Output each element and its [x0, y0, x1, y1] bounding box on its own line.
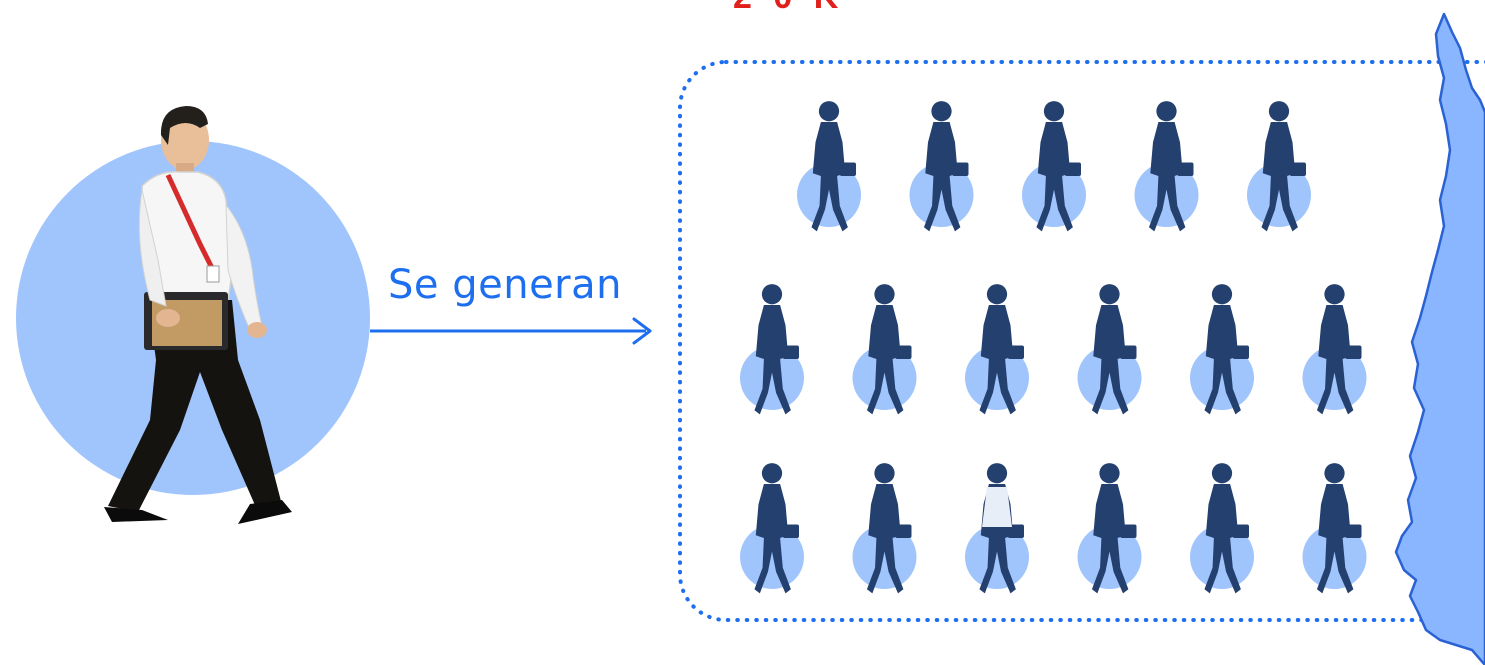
person-circle [1022, 163, 1086, 227]
person-with-briefcase-icon [104, 106, 292, 524]
light-coat-icon [982, 487, 1012, 527]
group-person-3-5 [1190, 463, 1254, 594]
country-map-icon [1394, 12, 1485, 665]
group-person-3-2 [852, 463, 917, 594]
group-person-1-4 [1134, 101, 1199, 232]
person-circle [740, 525, 804, 589]
person-circle [965, 346, 1029, 410]
person-circle [1302, 525, 1367, 589]
figures-layer [740, 101, 1367, 594]
arrow [370, 317, 652, 345]
group-dotted-border [678, 60, 1485, 622]
group-person-2-6 [1302, 284, 1367, 415]
group-person-1-5 [1247, 101, 1311, 232]
arrow-label: Se generan [388, 262, 622, 308]
group-person-2-3 [965, 284, 1029, 415]
group-person-1-3 [1022, 101, 1086, 232]
person-circle [740, 346, 804, 410]
person-circle [965, 525, 1029, 589]
group-person-1-1 [797, 101, 861, 232]
people-group [678, 60, 1485, 622]
person-circle [1190, 346, 1254, 410]
source-person [16, 106, 370, 524]
group-person-3-3 [965, 463, 1029, 594]
group-person-2-2 [852, 284, 917, 415]
group-person-3-4 [1077, 463, 1142, 594]
person-circle [1302, 346, 1367, 410]
person-circle [1247, 163, 1311, 227]
person-circle [852, 346, 917, 410]
group-person-2-5 [1190, 284, 1254, 415]
person-circle [1077, 346, 1142, 410]
person-circle [1134, 163, 1199, 227]
person-circle [1077, 525, 1142, 589]
group-person-1-2 [909, 101, 974, 232]
person-circle [797, 163, 861, 227]
group-person-3-1 [740, 463, 804, 594]
arrow-head-icon [632, 317, 652, 345]
person-circle [909, 163, 974, 227]
group-person-2-1 [740, 284, 804, 415]
top-text-fragment: 2 0 K [733, 0, 844, 16]
person-circle [852, 525, 917, 589]
person-circle [1190, 525, 1254, 589]
group-person-2-4 [1077, 284, 1142, 415]
group-person-3-6 [1302, 463, 1367, 594]
